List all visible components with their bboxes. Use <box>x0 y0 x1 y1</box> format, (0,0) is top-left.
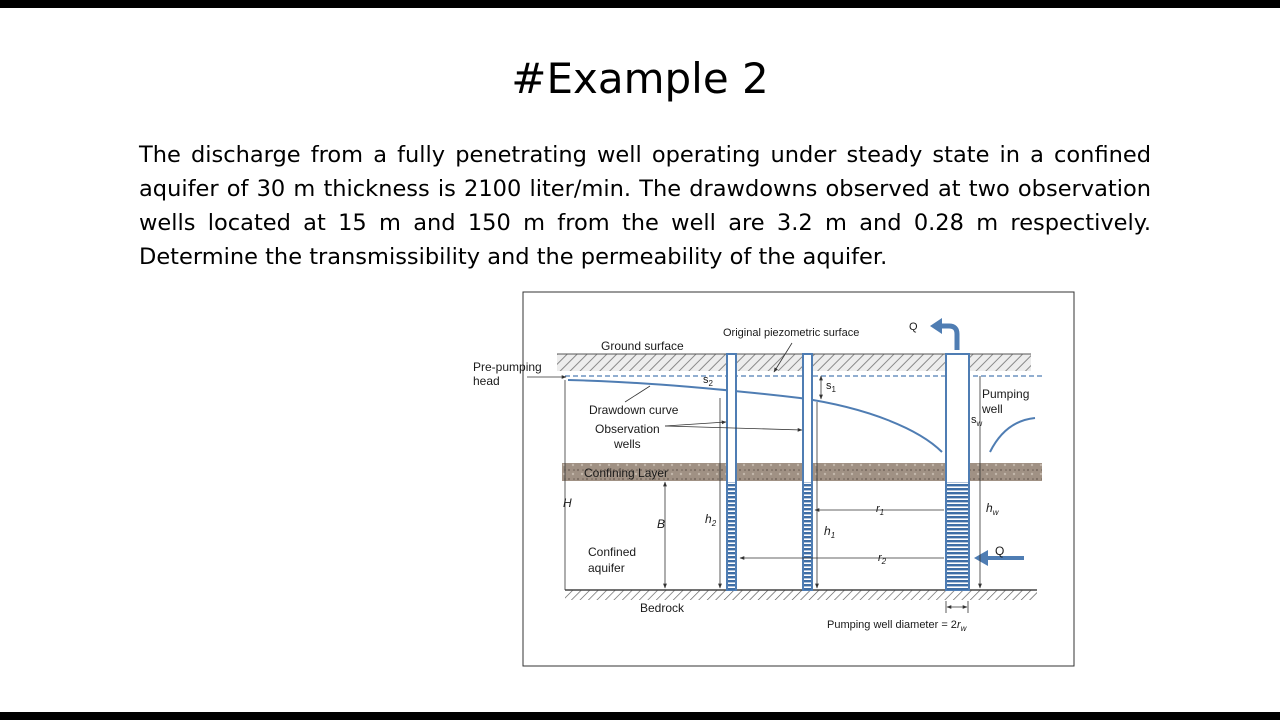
ground-surface-hatch <box>557 354 1031 371</box>
label-well: well <box>981 402 1003 416</box>
label-confined: Confined <box>588 545 636 559</box>
label-observation: Observation <box>595 422 660 436</box>
label-s1: s1 <box>826 380 837 394</box>
label-q-side: Q <box>995 544 1004 558</box>
label-confining-layer: Confining Layer <box>584 466 668 480</box>
label-hw: hw <box>986 501 1000 517</box>
observation-well-right-screen <box>804 482 811 590</box>
label-ground-surface: Ground surface <box>601 339 684 353</box>
slide-title: #Example 2 <box>511 54 769 103</box>
inflow-arrow-icon <box>974 550 988 566</box>
pumping-well-screen <box>947 482 968 590</box>
label-h1: h1 <box>824 524 835 540</box>
top-letterbox-bar <box>0 0 1280 8</box>
problem-statement: The discharge from a fully penetrating w… <box>139 142 1151 270</box>
bedrock-hatch <box>565 590 1037 600</box>
label-H: H <box>563 496 572 510</box>
label-original-piezometric: Original piezometric surface <box>723 327 859 339</box>
drawdown-curve-right <box>989 417 1036 453</box>
drawdown-curve <box>567 379 943 453</box>
label-s2: s2 <box>703 374 714 388</box>
label-head: head <box>473 374 500 388</box>
label-pre-pumping: Pre-pumping <box>473 360 542 374</box>
label-wells: wells <box>613 437 641 451</box>
label-h2: h2 <box>705 512 717 528</box>
bottom-letterbox-bar <box>0 712 1280 720</box>
label-pumping: Pumping <box>982 387 1029 401</box>
label-q-top: Q <box>909 321 918 333</box>
observation-well-left-screen <box>728 482 735 590</box>
label-aquifer: aquifer <box>588 561 625 575</box>
label-diameter: Pumping well diameter = 2rw <box>827 619 968 633</box>
discharge-arrow-icon <box>940 323 960 350</box>
label-sw: sw <box>971 414 983 428</box>
label-r1: r1 <box>876 503 884 517</box>
label-r2: r2 <box>878 552 887 566</box>
label-drawdown-curve: Drawdown curve <box>589 403 679 417</box>
label-B: B <box>657 517 665 531</box>
label-bedrock: Bedrock <box>640 601 685 615</box>
